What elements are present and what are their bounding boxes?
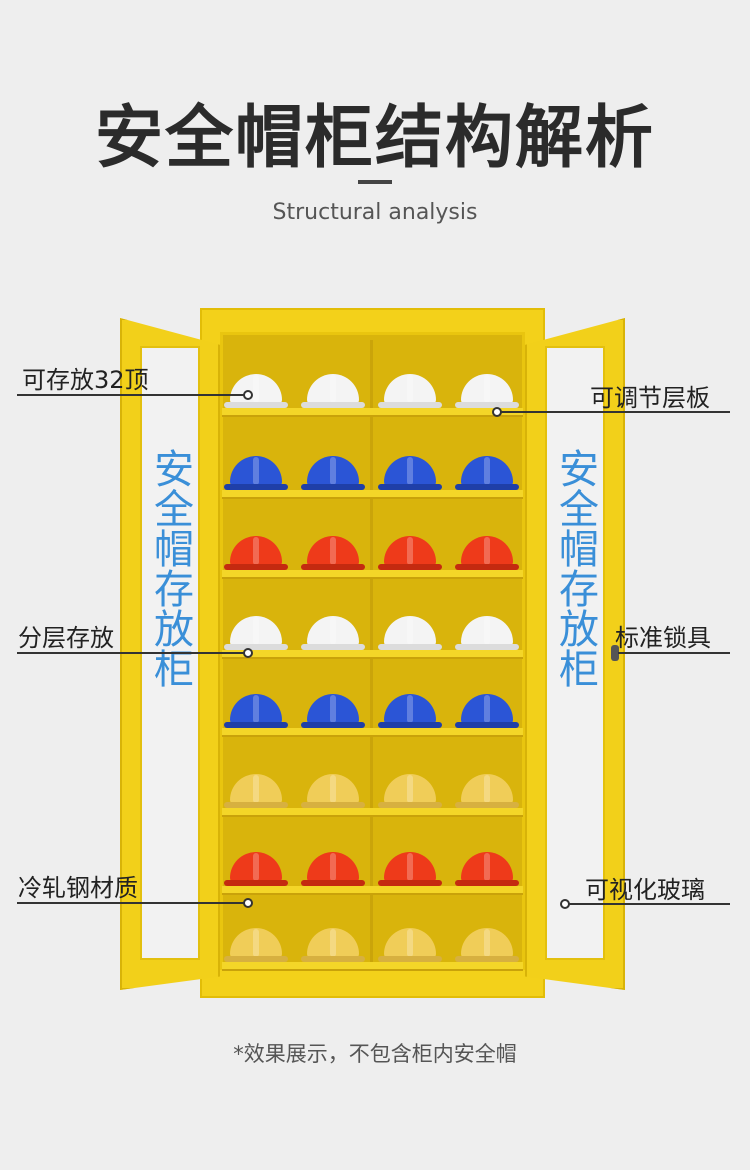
helmet: [301, 536, 365, 570]
helmet: [455, 456, 519, 490]
callout-dot: [560, 899, 570, 909]
callout-dot: [243, 648, 253, 658]
helmet: [378, 852, 442, 886]
helmet: [301, 852, 365, 886]
shelf: [222, 808, 523, 817]
callout-line: [568, 903, 730, 905]
helmet: [224, 374, 288, 408]
helmet: [378, 694, 442, 728]
callout-adjustable-shelf: 可调节层板: [590, 384, 710, 412]
helmet: [301, 456, 365, 490]
callout-dot: [243, 898, 253, 908]
helmet: [224, 536, 288, 570]
helmet: [455, 928, 519, 962]
callout-standard-lock: 标准锁具: [615, 624, 711, 652]
helmet: [301, 694, 365, 728]
helmet: [455, 374, 519, 408]
callout-layered-storage: 分层存放: [18, 624, 114, 652]
callout-line: [618, 652, 730, 654]
page-title: 安全帽柜结构解析: [94, 99, 655, 178]
helmet: [378, 774, 442, 808]
helmet: [455, 616, 519, 650]
callout-dot: [492, 407, 502, 417]
right-door-text: 安全帽存放柜: [552, 448, 598, 688]
helmet: [455, 694, 519, 728]
callout-capacity: 可存放32顶: [22, 366, 149, 394]
callout-line: [500, 411, 730, 413]
callout-line: [17, 394, 247, 396]
helmet: [224, 774, 288, 808]
left-door-text: 安全帽存放柜: [147, 448, 193, 688]
shelf: [222, 728, 523, 737]
helmet: [224, 694, 288, 728]
helmet: [301, 928, 365, 962]
helmet: [378, 374, 442, 408]
helmet: [301, 374, 365, 408]
helmet: [224, 456, 288, 490]
title-divider: [358, 180, 392, 184]
shelf: [222, 490, 523, 499]
callout-dot: [243, 390, 253, 400]
helmet: [455, 536, 519, 570]
helmet: [455, 852, 519, 886]
lock-icon: [611, 645, 619, 661]
right-door: 安全帽存放柜: [525, 318, 625, 990]
helmet: [455, 774, 519, 808]
helmet: [224, 928, 288, 962]
callout-material: 冷轧钢材质: [18, 874, 138, 902]
helmet: [301, 774, 365, 808]
helmet: [224, 616, 288, 650]
shelf: [222, 570, 523, 579]
callout-line: [17, 902, 247, 904]
callout-line: [17, 652, 247, 654]
footnote: *效果展示，不包含柜内安全帽: [233, 1042, 517, 1066]
shelf: [222, 962, 523, 971]
shelf: [222, 408, 523, 417]
shelf: [222, 650, 523, 659]
helmet: [378, 456, 442, 490]
helmet: [301, 616, 365, 650]
shelf: [222, 886, 523, 895]
helmet: [378, 616, 442, 650]
helmet: [378, 536, 442, 570]
callout-visible-glass: 可视化玻璃: [585, 876, 705, 904]
right-door-glass: 安全帽存放柜: [545, 346, 605, 960]
page-subtitle: Structural analysis: [272, 200, 478, 225]
helmet: [378, 928, 442, 962]
helmet: [224, 852, 288, 886]
